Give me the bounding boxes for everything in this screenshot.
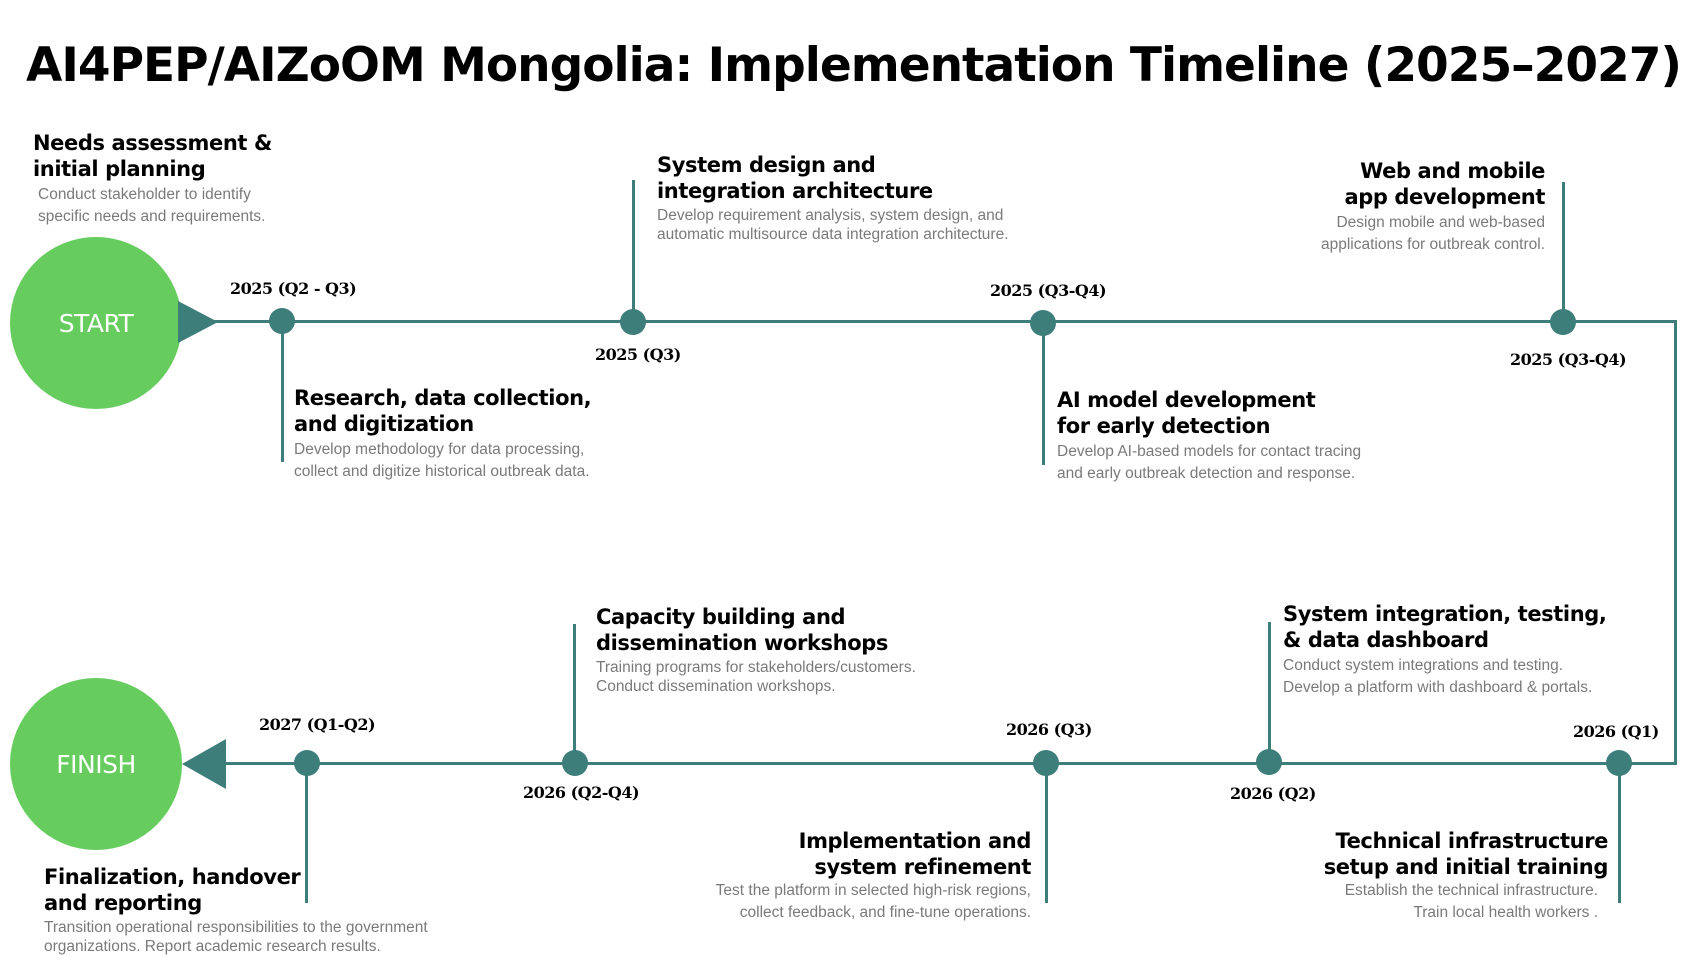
milestone-stem (573, 624, 576, 764)
timeline-node[interactable] (562, 750, 588, 776)
milestone-heading: Needs assessment & initial planning (33, 131, 272, 181)
milestone-stem (632, 180, 635, 320)
milestone-date: 2025 (Q3-Q4) (990, 281, 1107, 300)
finish-arrow-icon (182, 739, 226, 789)
start-label: START (58, 308, 134, 338)
milestone-heading: AI model development for early detection (1057, 388, 1316, 438)
milestone-heading: System integration, testing, & data dash… (1283, 602, 1607, 652)
start-circle: START (10, 237, 182, 409)
milestone-heading: Implementation and system refinement (798, 829, 1032, 879)
milestone-description: Test the platform in selected high-risk … (715, 882, 1031, 921)
milestone-stem (1042, 322, 1045, 465)
start-arrow-icon (178, 301, 218, 343)
milestone-date: 2026 (Q3) (1006, 720, 1092, 739)
milestone-heading: Capacity building and dissemination work… (596, 605, 888, 655)
page-title: AI4PEP/AIZoOM Mongolia: Implementation T… (26, 38, 1682, 93)
milestone-date: 2026 (Q1) (1573, 722, 1659, 741)
timeline-bottom-line (222, 762, 1677, 765)
milestone-date: 2025 (Q3) (595, 345, 681, 364)
milestone-description: Conduct stakeholder to identify specific… (38, 186, 266, 225)
milestone-description: Establish the technical infrastructure. … (1344, 882, 1598, 921)
timeline-node[interactable] (620, 309, 646, 335)
timeline-node[interactable] (1256, 749, 1282, 775)
milestone-heading: Research, data collection, and digitizat… (294, 386, 592, 436)
milestone-stem (1618, 763, 1621, 903)
milestone-heading: Finalization, handover and reporting (44, 865, 301, 915)
milestone-description: Design mobile and web-based applications… (1320, 214, 1545, 253)
milestone-needs-assessment: Needs assessment & initial planning Cond… (33, 130, 272, 228)
milestone-system-design: System design and integration architectu… (657, 152, 1009, 244)
milestone-date: 2026 (Q2) (1230, 784, 1316, 803)
milestone-date: 2025 (Q2 - Q3) (230, 279, 357, 298)
milestone-web-mobile: Web and mobile app development Design mo… (1321, 158, 1545, 256)
milestone-heading: System design and integration architectu… (657, 153, 933, 203)
milestone-stem (1562, 182, 1565, 322)
milestone-research: Research, data collection, and digitizat… (294, 385, 592, 483)
milestone-description: Transition operational responsibilities … (44, 919, 428, 955)
finish-label: FINISH (56, 749, 136, 779)
timeline-node[interactable] (1550, 309, 1576, 335)
milestone-description: Develop AI-based models for contact trac… (1057, 443, 1362, 482)
milestone-tech-infrastructure: Technical infrastructure setup and initi… (1323, 828, 1609, 924)
milestone-date: 2027 (Q1-Q2) (259, 715, 376, 734)
milestone-capacity-building: Capacity building and dissemination work… (596, 604, 916, 696)
milestone-heading: Technical infrastructure setup and initi… (1323, 829, 1609, 879)
milestone-date: 2025 (Q3-Q4) (1510, 350, 1627, 369)
milestone-finalization: Finalization, handover and reporting Tra… (44, 864, 428, 956)
milestone-description: Develop methodology for data processing,… (294, 441, 590, 480)
timeline-right-connector (1674, 320, 1677, 765)
milestone-date: 2026 (Q2-Q4) (523, 783, 640, 802)
milestone-description: Training programs for stakeholders/custo… (596, 659, 916, 695)
milestone-stem (1045, 763, 1048, 903)
milestone-description: Develop requirement analysis, system des… (657, 207, 1009, 243)
milestone-stem (1268, 622, 1271, 762)
milestone-description: Conduct system integrations and testing.… (1283, 657, 1593, 696)
milestone-system-integration: System integration, testing, & data dash… (1283, 601, 1607, 699)
finish-circle: FINISH (10, 678, 182, 850)
milestone-ai-model: AI model development for early detection… (1057, 387, 1361, 485)
timeline-top-line (200, 320, 1677, 323)
milestone-stem (305, 763, 308, 903)
milestone-heading: Web and mobile app development (1344, 159, 1545, 209)
milestone-implementation: Implementation and system refinement Tes… (715, 828, 1032, 924)
milestone-stem (281, 321, 284, 462)
